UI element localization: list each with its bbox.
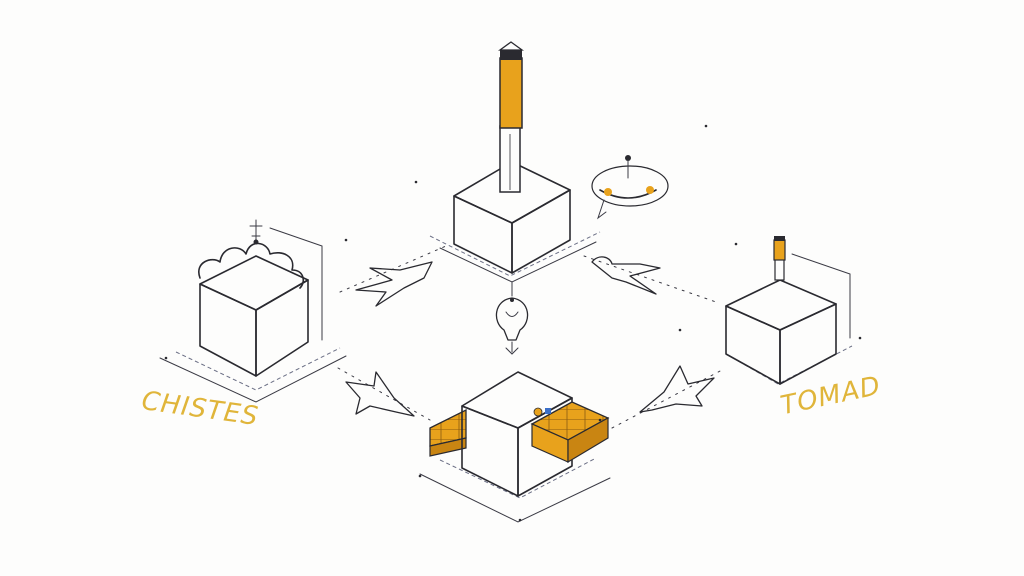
connector-top-right: [583, 255, 717, 303]
orbit-icon: [591, 155, 669, 220]
left-cube: [159, 219, 347, 403]
crate-icon: [530, 401, 610, 464]
top-cube-shadow: [429, 231, 601, 277]
bottom-cube-left-face: [461, 405, 519, 497]
rocket-icon: [355, 261, 433, 307]
pencil-icon: [773, 236, 786, 281]
connector-left-top: [339, 245, 447, 307]
cloud-icon: [198, 242, 305, 289]
left-cube-right-face: [255, 279, 309, 377]
pencil-icon: [498, 41, 524, 193]
left-cube-left-face: [199, 283, 257, 377]
bottom-cube: [419, 371, 611, 523]
right-cube-right-face: [779, 303, 837, 385]
top-cube-left-face: [453, 195, 513, 274]
connector-top-bottom: [495, 281, 529, 355]
lightbulb-icon: [495, 297, 529, 341]
left-cube-top-face: [199, 255, 309, 311]
rocket-icon: [591, 256, 661, 295]
rocket-icon: [639, 365, 715, 413]
top-cube-right-face: [511, 189, 571, 274]
connector-right-bottom: [611, 365, 723, 429]
right-cube-left-face: [725, 305, 781, 385]
rocket-icon: [345, 371, 415, 417]
connector-left-bottom: [337, 367, 431, 421]
crate-icon: [429, 408, 467, 457]
right-cube-top-face: [725, 279, 837, 331]
bottom-cube-right-face: [517, 397, 573, 497]
right-cube: [725, 236, 853, 385]
sketch-dots: [164, 124, 862, 522]
